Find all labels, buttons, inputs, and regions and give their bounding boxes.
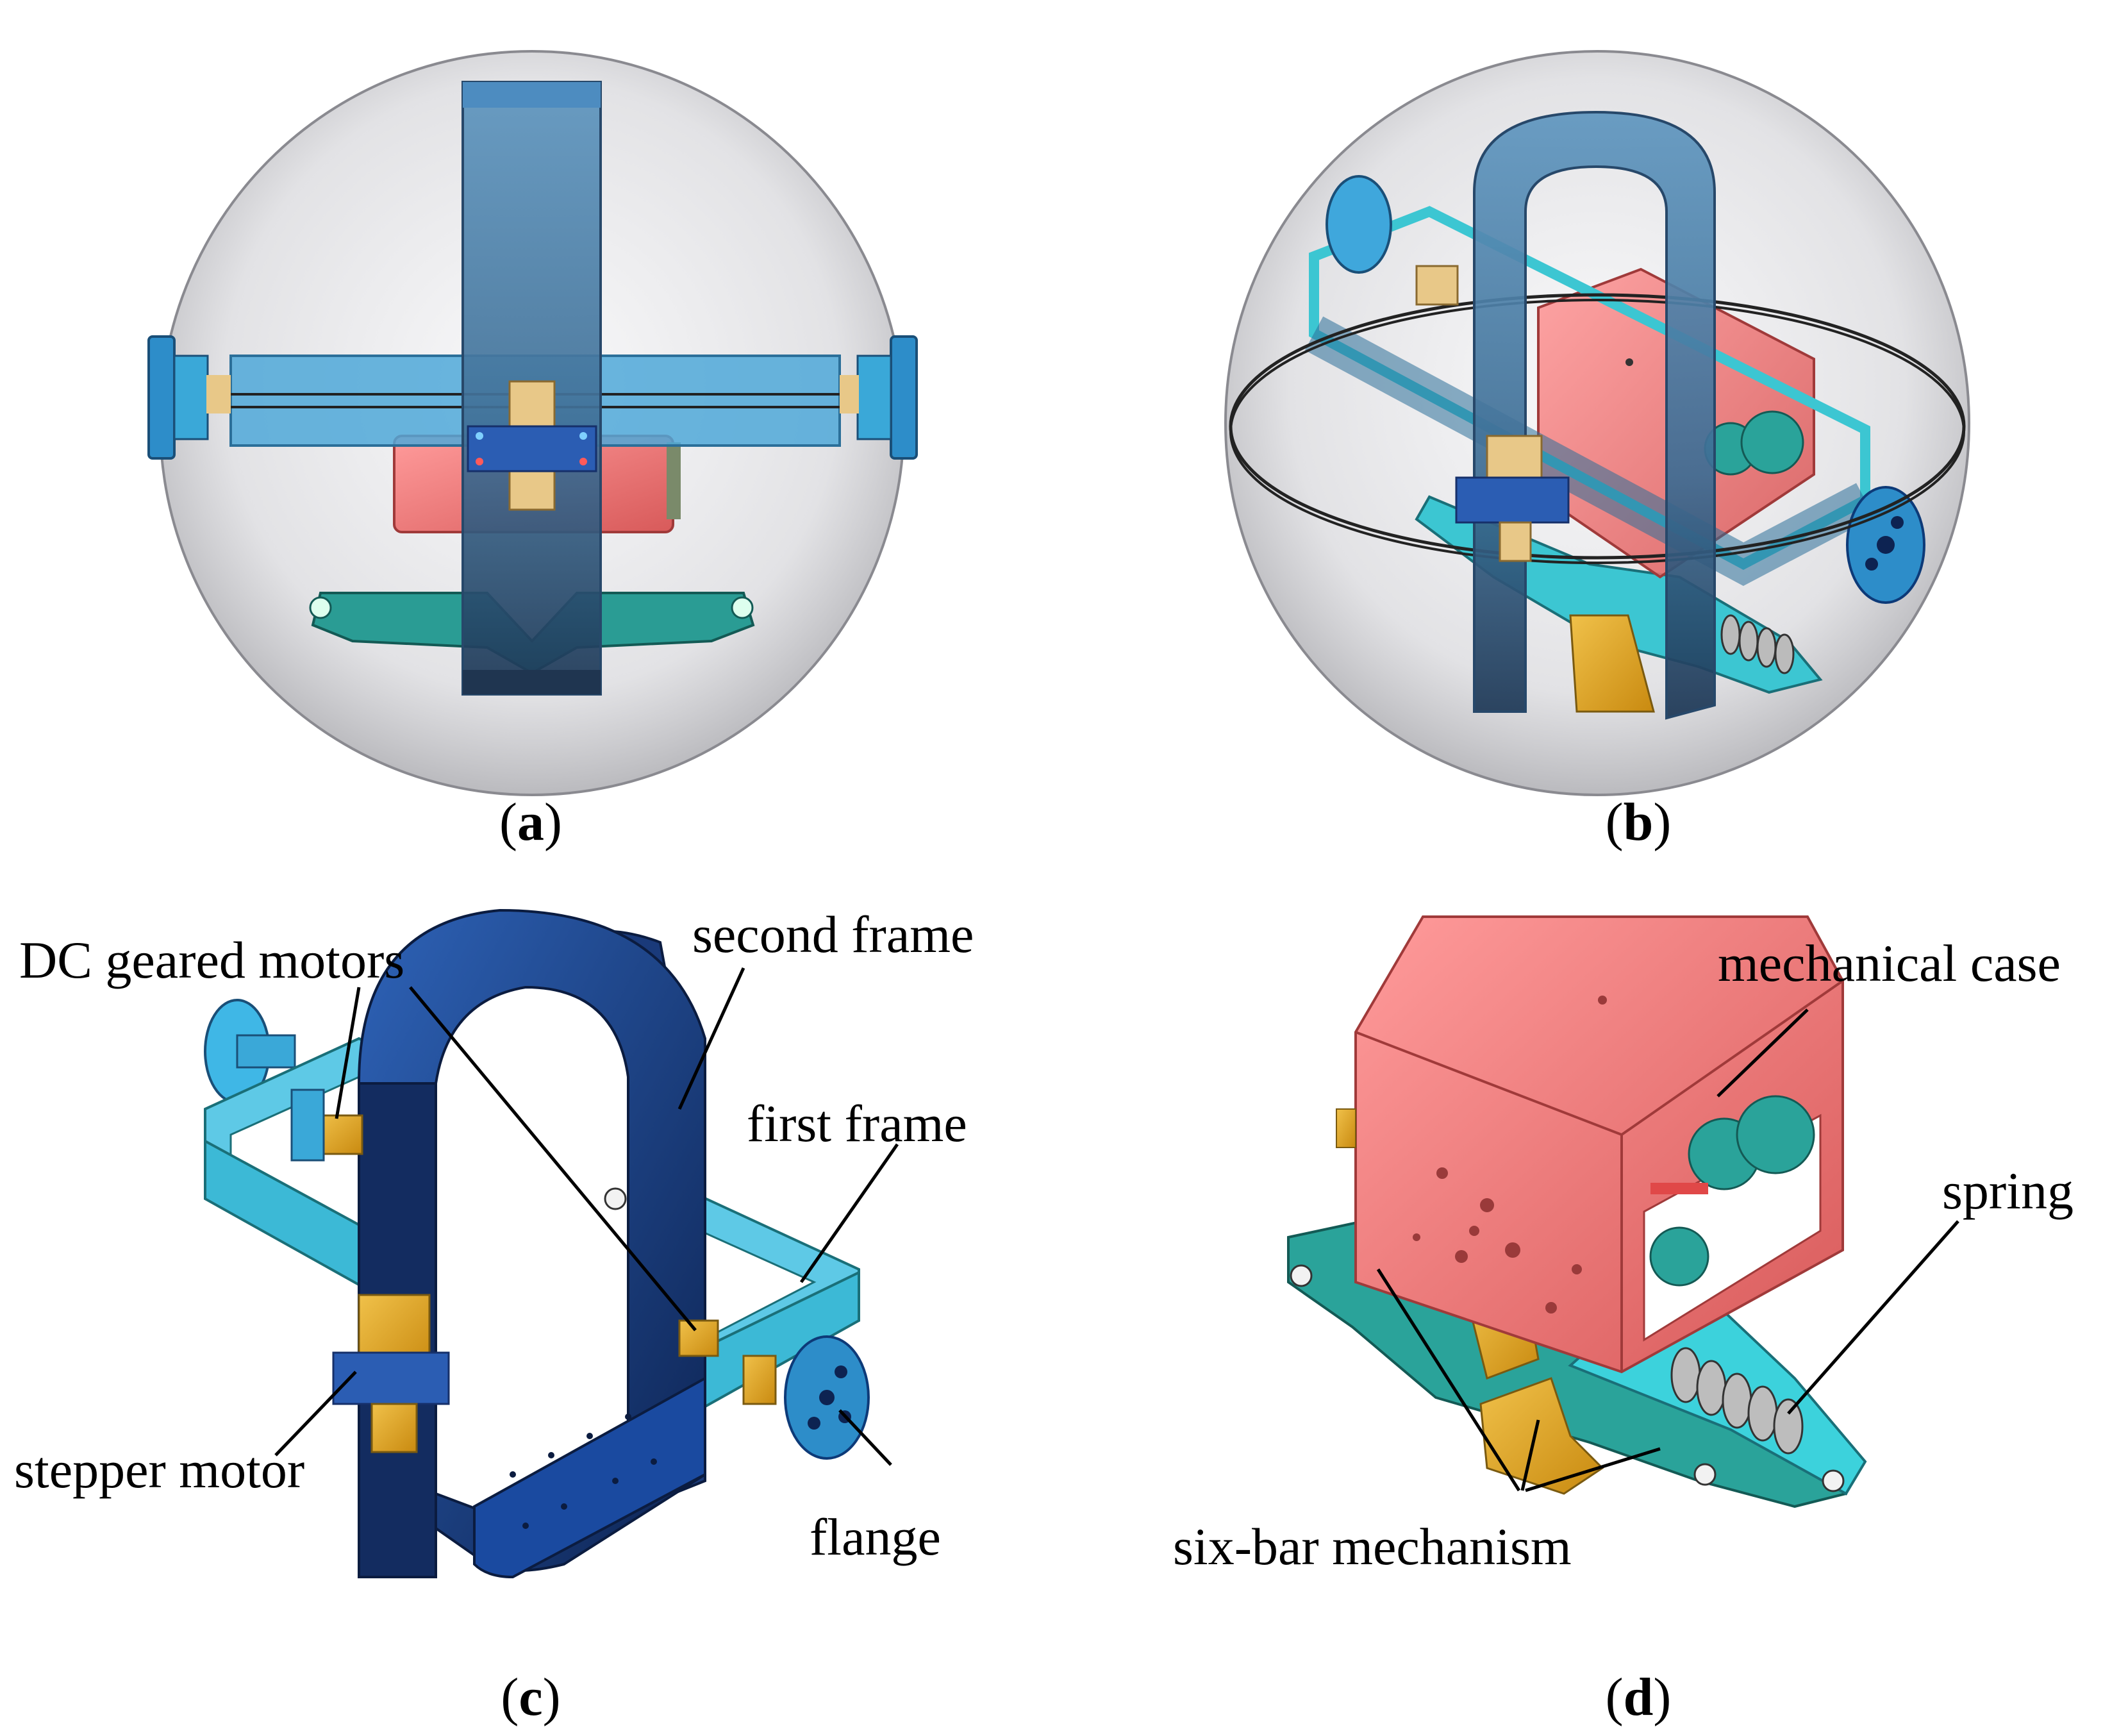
label-six-bar-mechanism: six-bar mechanism [1173,1517,1572,1576]
panel-c-dc-motor-right [678,1319,719,1357]
panel-c-drawing [204,908,870,1579]
panel-a-drawing [147,50,918,796]
label-second-frame: second frame [692,905,974,964]
panel-d-drawing [1287,915,1867,1508]
panel-d-spring [1670,1347,1701,1403]
panel-b-drawing [1224,50,1970,796]
panel-b-left-flange [1326,175,1392,274]
panel-b-caption: (b) [1606,792,1672,852]
label-spring: spring [1942,1162,2074,1220]
panel-c-leaders [274,967,899,1466]
label-stepper-motor: stepper motor [14,1440,304,1499]
label-mechanical-case: mechanical case [1718,934,2061,992]
panel-b-second-frame [1473,110,1716,720]
label-dc-geared-motors: DC geared motors [19,931,404,989]
label-first-frame: first frame [747,1094,967,1153]
panel-a-left-flange [147,335,176,460]
panel-c-caption: (c) [501,1667,560,1727]
label-flange: flange [810,1508,941,1566]
panel-d-caption: (d) [1606,1667,1672,1727]
panel-a-caption: (a) [499,792,562,852]
panel-d-leaders [1376,1008,1959,1492]
panel-a-right-flange [890,335,918,460]
